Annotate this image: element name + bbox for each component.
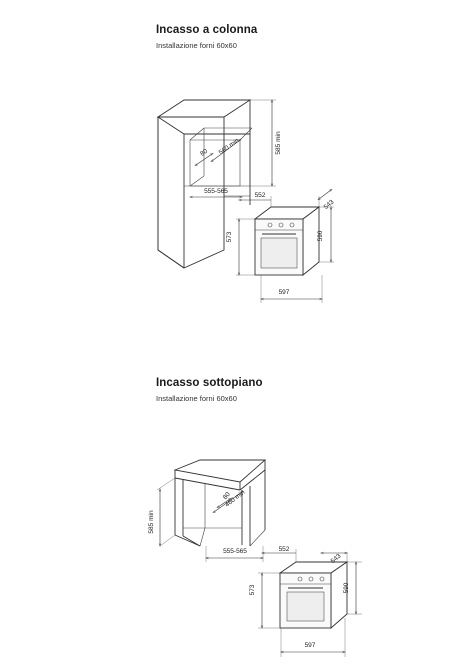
dim-label-undercounter-oven-width-top: 552 <box>279 546 290 553</box>
dim-label-undercounter-width: 555-565 <box>223 548 247 555</box>
oven-column <box>253 206 321 276</box>
dim-label-oven-width-bottom: 597 <box>279 289 290 296</box>
dim-label-oven-height-right: 590 <box>317 230 324 241</box>
dim-label-cabinet-height: 585 min <box>275 131 282 155</box>
dim-label-cabinet-width: 555-565 <box>204 188 228 195</box>
dim-label-cabinet-gap: 80 <box>199 148 209 158</box>
oven-dimensions-undercounter: 552 543 573 590 597 <box>249 546 362 657</box>
dim-label-undercounter-oven-height-left: 573 <box>249 584 256 595</box>
tall-cabinet <box>156 99 253 269</box>
dim-label-undercounter-height: 585 min <box>148 510 155 534</box>
dim-label-oven-depth: 543 <box>323 198 336 211</box>
dim-label-oven-width-top: 552 <box>255 192 266 199</box>
section-subtitle-column: Installazione forni 60x60 <box>156 41 237 50</box>
undercounter-cabinet-diagram: 585 min 460 min 80 555-565 <box>148 459 362 657</box>
dim-label-undercounter-gap: 80 <box>222 491 232 501</box>
undercounter-dimensions: 585 min 460 min 80 555-565 <box>148 477 263 562</box>
section-title-undercounter: Incasso sottopiano <box>156 377 263 389</box>
dim-label-undercounter-oven-height-right: 590 <box>343 582 350 593</box>
oven-undercounter <box>278 561 349 629</box>
section-subtitle-undercounter: Installazione forni 60x60 <box>156 394 237 403</box>
section-title-column: Incasso a colonna <box>156 24 258 36</box>
dim-label-oven-height-left: 573 <box>226 231 233 242</box>
dim-label-undercounter-oven-width-bottom: 597 <box>305 642 316 649</box>
undercounter-cabinet <box>173 459 267 547</box>
column-cabinet-diagram: 585 min 560 min 80 555-565 552 <box>156 99 336 303</box>
